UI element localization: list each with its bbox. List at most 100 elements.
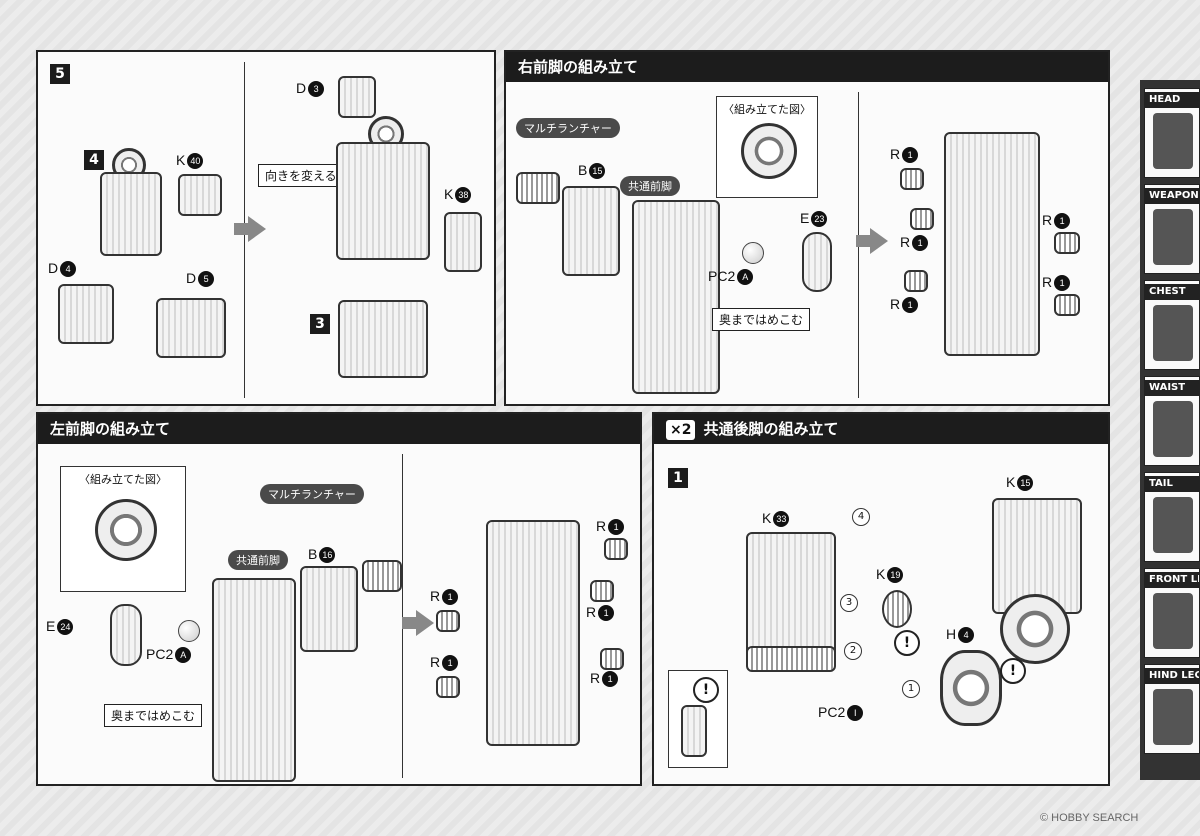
r1-part <box>904 270 928 292</box>
front-leg-body <box>632 200 720 394</box>
detail-inset: ! <box>668 670 728 768</box>
push-in-note: 奥まではめこむ <box>712 308 811 331</box>
sequence-1: 1 <box>902 680 920 698</box>
front-leg-icon <box>1153 593 1193 649</box>
r1-part <box>900 168 924 190</box>
waist-icon <box>1153 401 1193 457</box>
tab-weapon[interactable]: WEAPON <box>1144 184 1200 274</box>
multi-launcher-label: マルチランチャー <box>260 484 364 504</box>
shaft-part <box>746 646 836 672</box>
caution-icon: ! <box>693 677 719 703</box>
k19-ring <box>882 590 912 628</box>
b15-part <box>562 186 620 276</box>
chest-icon <box>1153 305 1193 361</box>
section-title: ×2 共通後脚の組み立て <box>654 414 1108 444</box>
tab-front-leg[interactable]: FRONT LEG <box>1144 568 1200 658</box>
r1-part <box>910 208 934 230</box>
assembled-view-gear <box>95 499 157 561</box>
r1-part <box>1054 232 1080 254</box>
tab-tail[interactable]: TAIL <box>1144 472 1200 562</box>
section-title-text: 共通後脚の組み立て <box>703 420 839 438</box>
tab-chest[interactable]: CHEST <box>1144 280 1200 370</box>
r1-part <box>436 610 460 632</box>
leg-base <box>338 300 428 378</box>
e24-part <box>110 604 142 666</box>
launcher-part <box>362 560 402 592</box>
divider <box>402 454 403 778</box>
gear-disc <box>1000 594 1070 664</box>
k33-part <box>746 532 836 662</box>
sequence-3: 3 <box>840 594 858 612</box>
launcher-part <box>516 172 560 204</box>
d4-part <box>58 284 114 344</box>
assembled-view-caption: 〈組み立てた図〉 <box>79 473 167 486</box>
e23-part <box>802 232 832 292</box>
multi-launcher-label: マルチランチャー <box>516 118 620 138</box>
caution-icon: ! <box>894 630 920 656</box>
d3-part <box>338 76 376 118</box>
step-number: 5 <box>50 64 70 84</box>
leg-part <box>100 172 162 256</box>
finished-left-leg <box>486 520 580 746</box>
push-in-note: 奥まではめこむ <box>104 704 203 727</box>
front-leg-body <box>212 578 296 782</box>
assembled-view-inset: 〈組み立てた図〉 <box>716 96 818 198</box>
step-arrow <box>402 610 434 636</box>
step-number: 1 <box>668 468 688 488</box>
detail-part <box>681 705 707 757</box>
sequence-4: 4 <box>852 508 870 526</box>
section-title: 左前脚の組み立て <box>38 414 640 444</box>
tail-icon <box>1153 497 1193 553</box>
tab-waist[interactable]: WAIST <box>1144 376 1200 466</box>
finished-right-leg <box>944 132 1040 356</box>
section-title: 右前脚の組み立て <box>506 52 1108 82</box>
assembled-view-caption: 〈組み立てた図〉 <box>723 103 811 116</box>
d5-part <box>156 298 226 358</box>
pc2-ball <box>178 620 200 642</box>
common-front-leg-label: 共通前脚 <box>620 176 680 196</box>
r1-part <box>600 648 624 670</box>
tab-hind-leg[interactable]: HIND LEG <box>1144 664 1200 754</box>
caution-icon: ! <box>1000 658 1026 684</box>
r1-part <box>436 676 460 698</box>
weapon-icon <box>1153 209 1193 265</box>
section-tab-strip: HEAD WEAPON CHEST WAIST TAIL FRONT LEG H… <box>1140 80 1200 780</box>
r1-part <box>590 580 614 602</box>
tab-head[interactable]: HEAD <box>1144 88 1200 178</box>
pc2-ball <box>742 242 764 264</box>
substep-number: 4 <box>84 150 104 170</box>
watermark: © HOBBY SEARCH <box>1040 812 1139 824</box>
head-icon <box>1153 113 1193 169</box>
step-arrow <box>856 228 888 254</box>
times-two-badge: ×2 <box>666 420 696 440</box>
b16-part <box>300 566 358 652</box>
k40-part <box>178 174 222 216</box>
